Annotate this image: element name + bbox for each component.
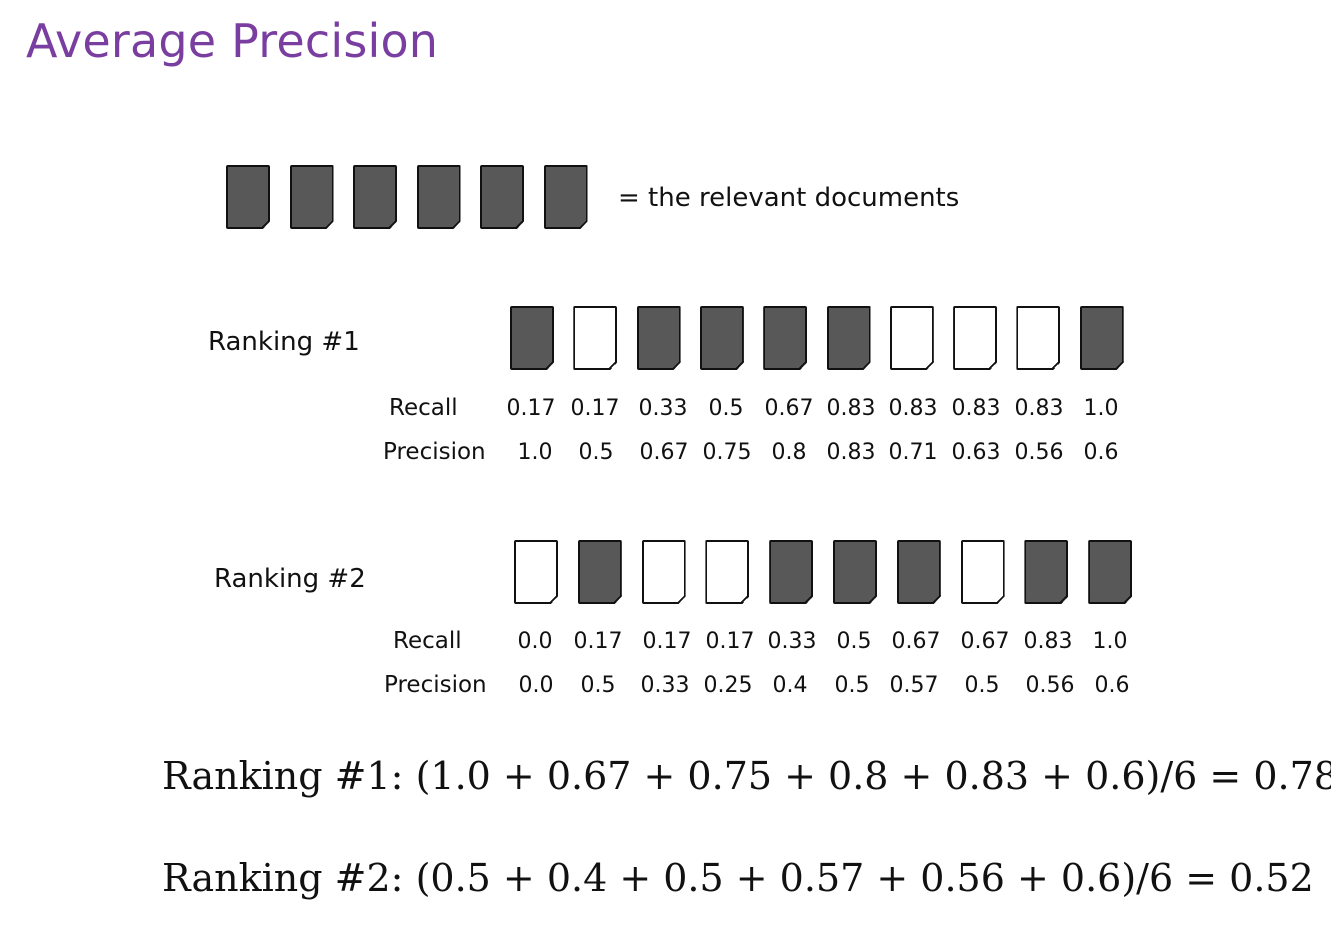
formula-ranking-1: Ranking #1: (1.0 + 0.67 + 0.75 + 0.8 + 0… bbox=[162, 754, 1331, 798]
relevant-document-icon bbox=[1079, 306, 1124, 370]
recall-value: 0.83 bbox=[1023, 629, 1073, 654]
precision-value: 0.83 bbox=[826, 440, 876, 465]
precision-value: 0.75 bbox=[702, 440, 752, 465]
relevant-document-icon bbox=[769, 540, 814, 604]
relevant-document-icon bbox=[833, 540, 877, 604]
nonrelevant-document-icon bbox=[960, 540, 1005, 604]
recall-value: 0.17 bbox=[570, 396, 620, 421]
precision-value: 0.6 bbox=[1083, 440, 1119, 465]
ranking-2-precision-label: Precision bbox=[384, 672, 487, 698]
legend-relevant-document-icon bbox=[226, 165, 270, 229]
relevant-document-icon bbox=[577, 540, 622, 604]
recall-value: 0.83 bbox=[951, 396, 1001, 421]
nonrelevant-document-icon bbox=[573, 306, 618, 370]
legend-relevant-document-icon bbox=[480, 165, 524, 229]
recall-value: 1.0 bbox=[1092, 629, 1128, 654]
precision-value: 0.6 bbox=[1094, 673, 1130, 698]
recall-value: 0.0 bbox=[517, 629, 553, 654]
recall-value: 0.17 bbox=[506, 396, 556, 421]
relevant-document-icon bbox=[699, 306, 744, 370]
precision-value: 0.71 bbox=[888, 440, 938, 465]
precision-value: 0.56 bbox=[1025, 673, 1075, 698]
relevant-document-icon bbox=[510, 306, 554, 370]
precision-value: 0.33 bbox=[640, 673, 690, 698]
precision-value: 0.0 bbox=[518, 673, 554, 698]
legend-relevant-document-icon bbox=[289, 165, 334, 229]
nonrelevant-document-icon bbox=[705, 540, 750, 604]
recall-value: 0.67 bbox=[891, 629, 941, 654]
precision-value: 0.56 bbox=[1014, 440, 1064, 465]
nonrelevant-document-icon bbox=[641, 540, 686, 604]
legend-relevant-document-icon bbox=[416, 165, 461, 229]
recall-value: 0.33 bbox=[767, 629, 817, 654]
precision-value: 0.8 bbox=[771, 440, 807, 465]
precision-value: 0.5 bbox=[834, 673, 870, 698]
recall-value: 0.5 bbox=[708, 396, 744, 421]
nonrelevant-document-icon bbox=[953, 306, 998, 370]
precision-value: 0.5 bbox=[578, 440, 614, 465]
legend-relevant-document-icon bbox=[543, 165, 588, 229]
ranking-1-precision-label: Precision bbox=[383, 439, 486, 465]
recall-value: 0.17 bbox=[642, 629, 692, 654]
formula-ranking-2: Ranking #2: (0.5 + 0.4 + 0.5 + 0.57 + 0.… bbox=[162, 856, 1314, 900]
precision-value: 1.0 bbox=[517, 440, 553, 465]
page-title: Average Precision bbox=[26, 14, 439, 68]
precision-value: 0.5 bbox=[580, 673, 616, 698]
nonrelevant-document-icon bbox=[514, 540, 558, 604]
recall-value: 1.0 bbox=[1083, 396, 1119, 421]
ranking-1-label: Ranking #1 bbox=[208, 327, 360, 357]
recall-value: 0.5 bbox=[836, 629, 872, 654]
recall-value: 0.83 bbox=[888, 396, 938, 421]
relevant-document-icon bbox=[636, 306, 681, 370]
nonrelevant-document-icon bbox=[889, 306, 934, 370]
precision-value: 0.4 bbox=[772, 673, 808, 698]
precision-value: 0.57 bbox=[889, 673, 939, 698]
recall-value: 0.83 bbox=[826, 396, 876, 421]
relevant-document-icon bbox=[896, 540, 941, 604]
recall-value: 0.67 bbox=[764, 396, 814, 421]
legend-relevant-document-icon bbox=[353, 165, 397, 229]
precision-value: 0.25 bbox=[703, 673, 753, 698]
recall-value: 0.17 bbox=[573, 629, 623, 654]
recall-value: 0.83 bbox=[1014, 396, 1064, 421]
relevant-document-icon bbox=[1088, 540, 1133, 604]
recall-value: 0.67 bbox=[960, 629, 1010, 654]
ranking-1-recall-label: Recall bbox=[389, 395, 458, 421]
relevant-document-icon bbox=[826, 306, 871, 370]
precision-value: 0.67 bbox=[639, 440, 689, 465]
recall-value: 0.33 bbox=[638, 396, 688, 421]
ranking-2-label: Ranking #2 bbox=[214, 564, 366, 594]
relevant-document-icon bbox=[763, 306, 808, 370]
relevant-document-icon bbox=[1024, 540, 1069, 604]
precision-value: 0.5 bbox=[964, 673, 1000, 698]
ranking-2-recall-label: Recall bbox=[393, 628, 462, 654]
precision-value: 0.63 bbox=[951, 440, 1001, 465]
recall-value: 0.17 bbox=[705, 629, 755, 654]
nonrelevant-document-icon bbox=[1016, 306, 1061, 370]
legend-text: = the relevant documents bbox=[618, 183, 960, 213]
